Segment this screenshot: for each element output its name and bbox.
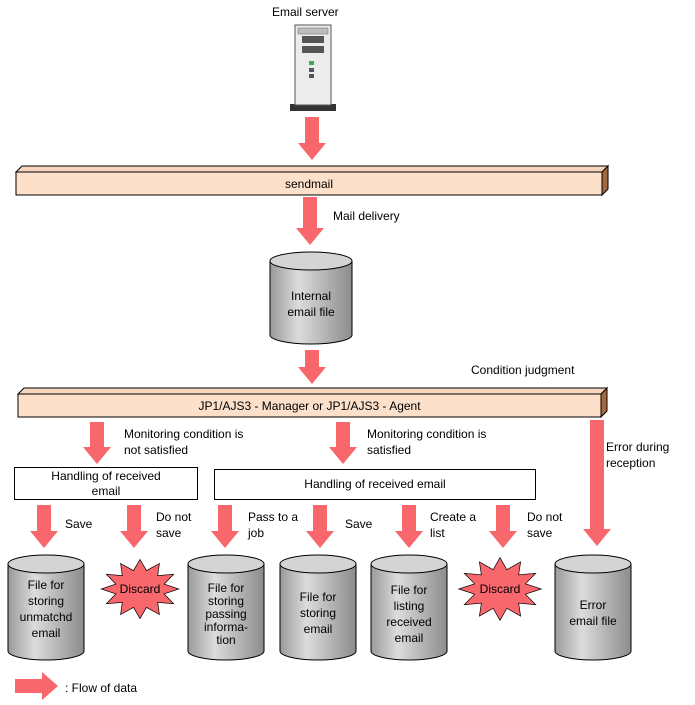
cylinder-listing [370,554,448,661]
do-not-save-label-1: Do not save [156,509,191,541]
file-storing-label: File for storing email [280,589,356,637]
satisfied-label: Monitoring condition is satisfied [367,426,486,458]
arrow-do-not-save-1 [120,505,148,548]
file-passing-line-5: tion [216,633,236,647]
file-passing-line-1: File for [207,581,245,595]
sendmail-bar [14,164,610,197]
arrow-error-reception [583,420,611,546]
legend-arrow [15,672,58,700]
satisfied-line-2: satisfied [367,443,412,457]
error-reception-line-2: reception [606,456,656,470]
flow-arrows [15,117,611,700]
file-unmatched-label: File for storing unmatchd email [8,577,84,641]
file-unmatched-line-4: email [31,626,61,640]
server-icon [290,24,336,111]
file-error-label: Error email file [555,597,631,629]
file-passing-line-2: storing [207,594,245,608]
file-listing-line-3: received [386,615,432,629]
manager-bar-label: JP1/AJS3 - Manager or JP1/AJS3 - Agent [198,399,421,413]
internal-file-line-2: email file [287,305,335,319]
arrow-save-1 [30,505,58,548]
discard-label-1: Discard [119,582,161,596]
cylinder-unmatched [7,554,85,661]
cylinder-passing [187,554,265,661]
arrow-do-not-save-2 [489,505,517,548]
file-unmatched-line-3: unmatchd [19,610,73,624]
internal-file-line-1: Internal [290,289,332,303]
file-error-line-1: Error [579,598,607,612]
cylinder-internal-file [269,251,353,345]
mail-delivery-label: Mail delivery [333,209,400,223]
handling-box-left: Handling of received email [14,467,198,500]
do-not-save-label-2: Do not save [527,509,562,541]
arrow-sendmail-to-internal [296,197,324,245]
create-list-line-2: list [430,526,445,540]
error-reception-line-1: Error during [606,440,670,454]
file-passing-label: File for storing passing informa- tion [188,582,264,647]
discard-burst-2 [457,556,543,622]
discard-burst-1 [100,558,180,620]
handling-box-right: Handling of received email [214,469,536,500]
manager-bar [16,386,609,419]
file-storing-line-2: storing [299,606,337,620]
file-passing-line-4: informa- [203,620,248,634]
save-label-1: Save [65,517,93,531]
sendmail-label: sendmail [284,177,334,191]
discard-bursts [100,556,543,622]
arrow-internal-to-manager [298,350,326,384]
not-satisfied-line-2: not satisfied [124,443,189,457]
do-not-save-1-line-2: save [156,526,182,540]
handling-right-label: Handling of received email [304,477,446,491]
arrow-pass-job [211,505,239,548]
pass-job-line-2: job [248,526,265,540]
file-error-line-2: email file [569,614,617,628]
email-server-label: Email server [272,5,339,19]
not-satisfied-line-1: Monitoring condition is [124,427,244,441]
file-storing-line-1: File for [299,590,337,604]
file-cylinders [7,251,632,661]
handling-left-line-1: Handling of received [51,469,161,483]
condition-judgment-label: Condition judgment [471,363,575,377]
file-listing-line-2: listing [393,599,425,613]
file-unmatched-line-1: File for [27,578,65,592]
pass-job-line-1: Pass to a [248,510,299,524]
file-listing-line-1: File for [390,583,428,597]
create-list-line-1: Create a [430,510,477,524]
file-listing-line-4: email [394,631,424,645]
file-passing-line-3: passing [205,607,247,621]
handling-left-line-2: email [91,484,121,498]
file-listing-label: File for listing received email [371,582,447,646]
save-label-2: Save [345,517,373,531]
cylinder-error [554,554,632,661]
satisfied-line-1: Monitoring condition is [367,427,487,441]
arrow-not-satisfied [83,422,111,464]
file-storing-line-3: email [303,622,333,636]
internal-file-label: Internal email file [270,288,352,320]
file-unmatched-line-2: storing [27,594,65,608]
cylinder-storing [279,554,357,661]
not-satisfied-label: Monitoring condition is not satisfied [124,426,243,458]
do-not-save-1-line-1: Do not [156,510,192,524]
do-not-save-2-line-2: save [527,526,553,540]
arrow-server-to-sendmail [298,117,326,160]
create-list-label: Create a list [430,509,476,541]
arrow-satisfied [329,422,357,464]
pass-job-label: Pass to a job [248,509,298,541]
legend-label: : Flow of data [65,681,138,695]
arrow-save-2 [306,505,334,548]
arrow-create-list [395,505,423,548]
do-not-save-2-line-1: Do not [527,510,563,524]
discard-label-2: Discard [479,582,521,596]
error-reception-label: Error during reception [606,439,669,471]
